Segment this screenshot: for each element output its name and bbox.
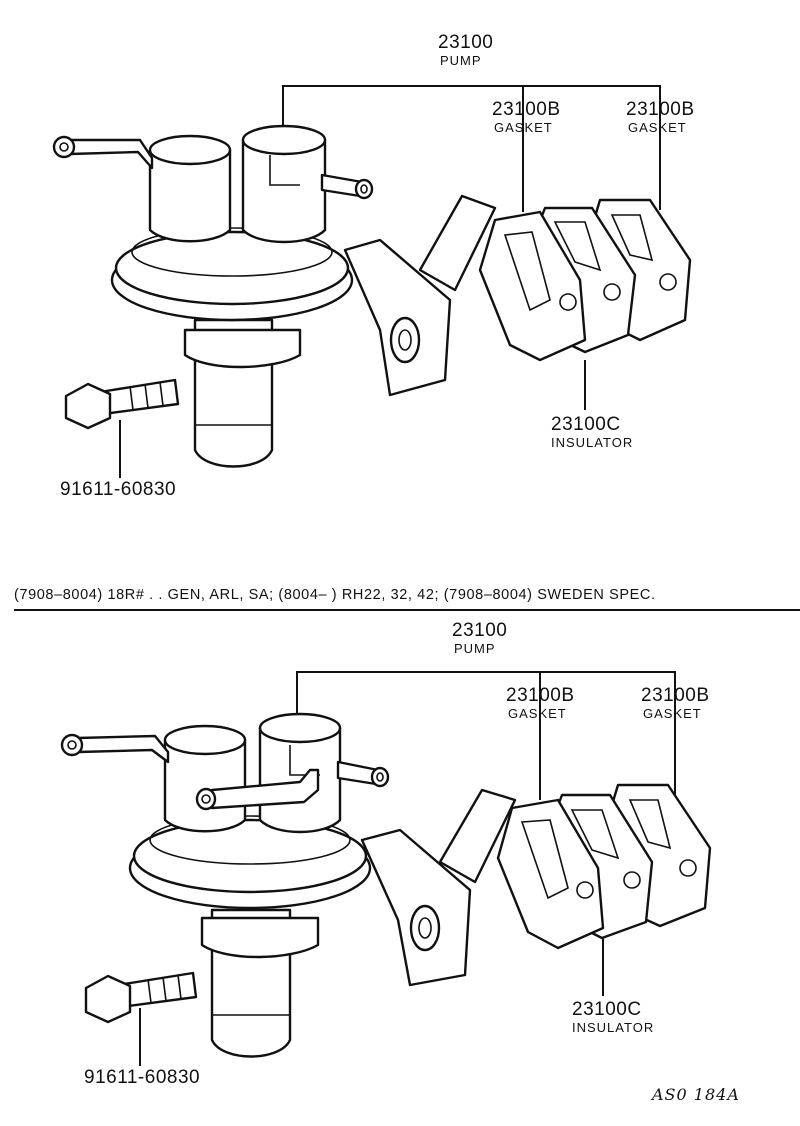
bottom-gasket-right-name: GASKET	[643, 706, 702, 721]
bottom-leader-lines	[139, 671, 676, 1066]
top-gasket-right-part-number: 23100B	[626, 99, 695, 120]
top-bolt-part-number: 91611-60830	[60, 479, 177, 500]
bottom-gasket-right-part-number: 23100B	[641, 685, 710, 706]
bottom-pump-part-number: 23100	[452, 620, 508, 641]
top-gasket-right-name: GASKET	[628, 120, 687, 135]
top-insulator-part-number: 23100C	[551, 414, 621, 435]
top-gaskets	[478, 198, 692, 362]
bottom-pump-name: PUMP	[454, 641, 496, 656]
applicability-caption: (7908–8004) 18R# . . GEN, ARL, SA; (8004…	[14, 587, 656, 603]
top-gasket-left-name: GASKET	[494, 120, 553, 135]
bottom-bolt-part-number: 91611-60830	[84, 1067, 201, 1088]
bottom-gaskets	[496, 783, 712, 950]
bottom-gasket-left-name: GASKET	[508, 706, 567, 721]
top-fuel-pump	[52, 124, 497, 468]
top-diagram-artwork	[52, 85, 692, 478]
bottom-gasket-left-part-number: 23100B	[506, 685, 575, 706]
top-gasket-left-part-number: 23100B	[492, 99, 561, 120]
bottom-insulator-part-number: 23100C	[572, 999, 642, 1020]
bottom-diagram-artwork	[60, 671, 712, 1066]
bottom-fuel-pump	[60, 712, 517, 1058]
bottom-insulator-name: INSULATOR	[572, 1020, 655, 1035]
illustration-code: AS0 184A	[652, 1085, 740, 1104]
top-insulator-name: INSULATOR	[551, 435, 634, 450]
top-pump-name: PUMP	[440, 53, 482, 68]
top-pump-part-number: 23100	[438, 32, 494, 53]
top-leader-lines	[119, 85, 661, 478]
